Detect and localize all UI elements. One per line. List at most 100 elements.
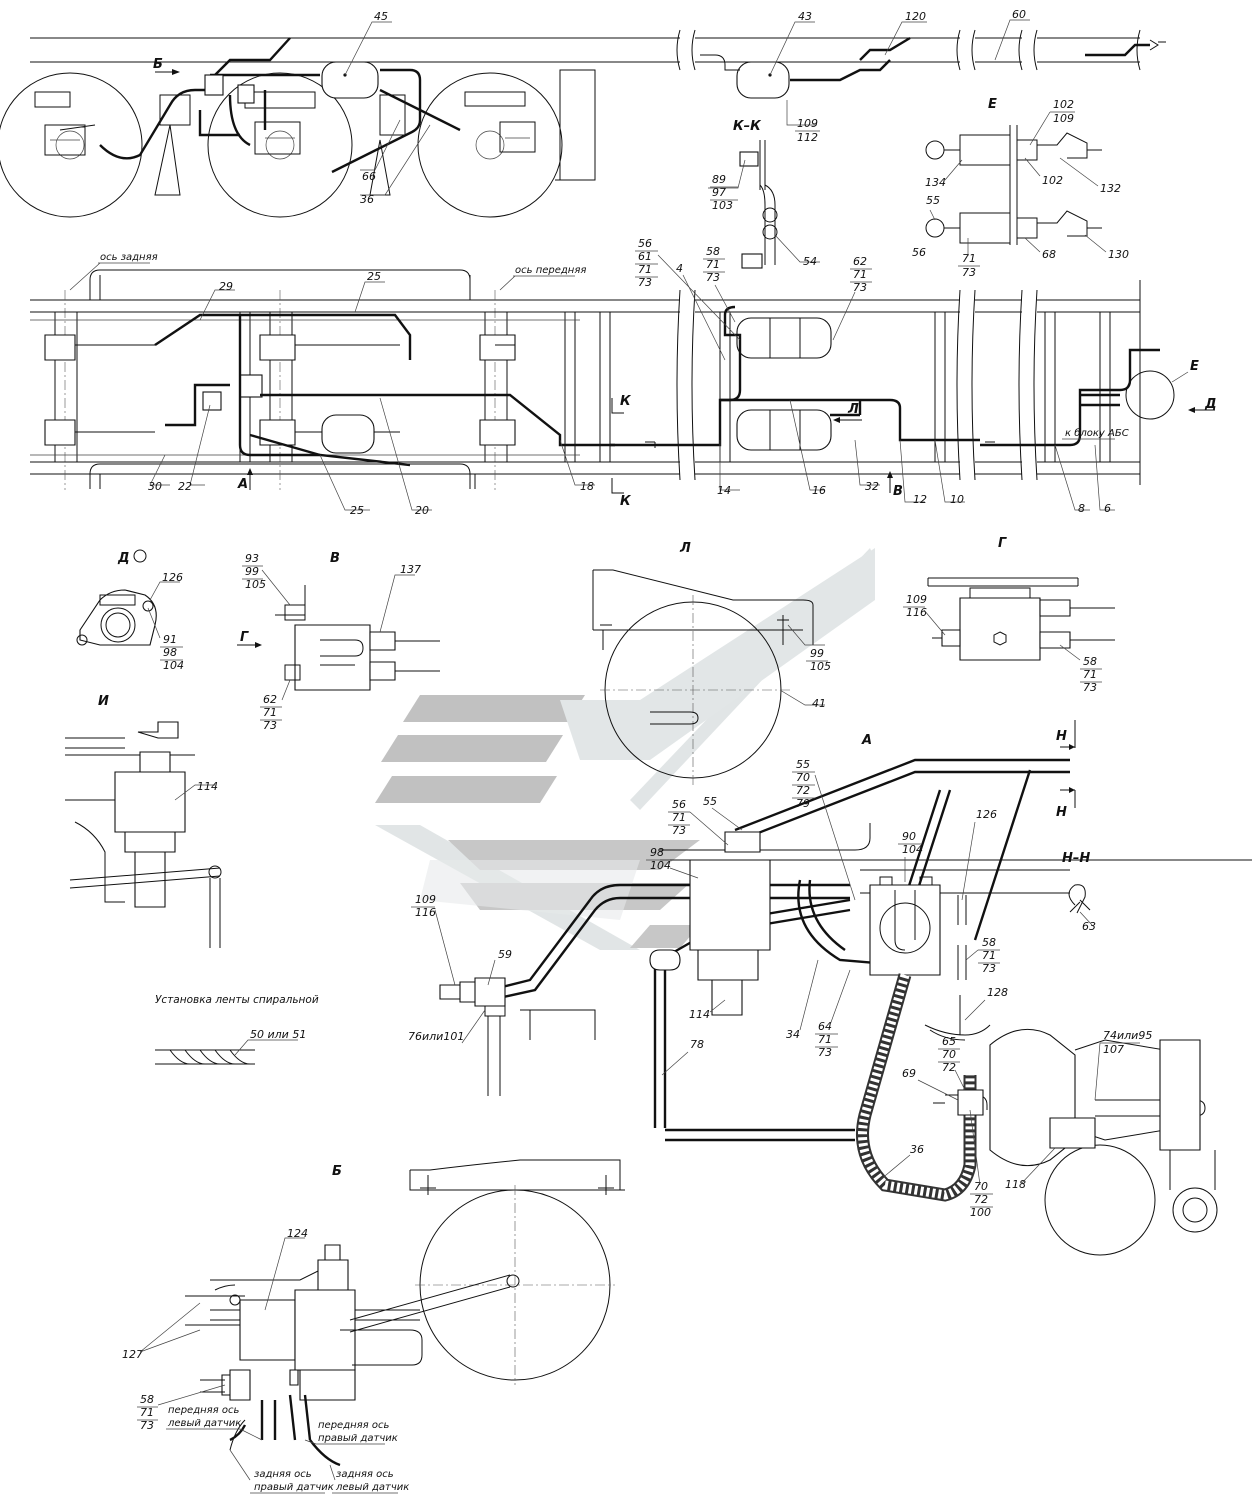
svg-text:70: 70 — [942, 1048, 956, 1061]
svg-text:А: А — [861, 733, 872, 748]
svg-text:25: 25 — [367, 270, 381, 283]
svg-text:105: 105 — [245, 578, 266, 591]
svg-text:20: 20 — [415, 504, 429, 517]
modulator-114 — [689, 859, 771, 951]
svg-text:Е: Е — [1190, 359, 1199, 374]
svg-text:29: 29 — [219, 280, 233, 293]
svg-text:72: 72 — [942, 1061, 956, 1074]
svg-text:105: 105 — [810, 660, 831, 673]
svg-text:ось задняя: ось задняя — [100, 252, 158, 263]
svg-text:50 или 51: 50 или 51 — [250, 1028, 306, 1041]
svg-text:114: 114 — [689, 1008, 710, 1021]
svg-text:109: 109 — [906, 593, 927, 606]
plan-receiver-lower — [736, 409, 832, 451]
svg-text:71: 71 — [672, 811, 686, 824]
svg-text:124: 124 — [287, 1227, 308, 1240]
svg-text:73: 73 — [638, 276, 652, 289]
svg-text:65: 65 — [942, 1035, 956, 1048]
plan-receiver-upper — [736, 317, 832, 359]
svg-text:79: 79 — [796, 797, 810, 810]
svg-text:58: 58 — [140, 1393, 154, 1406]
spiral-tape-install: Установка ленты спиральной 50 или 51 — [155, 994, 319, 1065]
svg-text:116: 116 — [415, 906, 436, 919]
view-a-callouts: 55 70 72 79 56 71 73 55 98 104 90 104 12… — [408, 758, 1152, 1219]
kk-bolt-2 — [741, 253, 763, 269]
watermark-logo — [375, 548, 875, 950]
view-g: Г 109 116 58 71 73 — [903, 536, 1115, 694]
section-nn: Н–Н 63 — [1062, 851, 1096, 933]
svg-text:62: 62 — [853, 255, 867, 268]
svg-text:56: 56 — [638, 237, 652, 250]
svg-text:70: 70 — [974, 1180, 988, 1193]
svg-text:Д: Д — [1204, 397, 1217, 412]
svg-text:14: 14 — [717, 484, 731, 497]
view-e: Е 102 109 102 132 134 55 56 71 73 68 130 — [912, 97, 1129, 279]
svg-text:91: 91 — [163, 633, 177, 646]
svg-text:114: 114 — [197, 780, 218, 793]
svg-text:6: 6 — [1104, 502, 1111, 515]
svg-text:73: 73 — [982, 962, 996, 975]
svg-text:54: 54 — [803, 255, 817, 268]
svg-text:127: 127 — [122, 1348, 143, 1361]
svg-text:передняя ось: передняя ось — [168, 1405, 239, 1416]
svg-text:Н: Н — [1056, 805, 1067, 820]
svg-text:68: 68 — [1042, 248, 1056, 261]
svg-text:В: В — [893, 484, 903, 499]
svg-text:левый датчик: левый датчик — [167, 1418, 241, 1429]
svg-text:А: А — [237, 477, 248, 492]
svg-text:93: 93 — [245, 552, 259, 565]
svg-text:71: 71 — [140, 1406, 154, 1419]
svg-text:126: 126 — [162, 571, 183, 584]
svg-text:правый датчик: правый датчик — [254, 1482, 334, 1493]
svg-text:Л: Л — [847, 402, 859, 417]
svg-text:73: 73 — [140, 1419, 154, 1432]
svg-text:63: 63 — [1082, 920, 1096, 933]
svg-text:74или95: 74или95 — [1103, 1029, 1152, 1042]
svg-text:30: 30 — [148, 480, 162, 493]
svg-text:Л: Л — [679, 541, 691, 556]
svg-text:левый датчик: левый датчик — [335, 1482, 409, 1493]
top-callouts: 45 43 120 60 66 36 109 112 — [344, 8, 1030, 206]
plan-valve — [239, 374, 263, 398]
svg-text:Г: Г — [998, 536, 1007, 551]
svg-text:112: 112 — [797, 131, 818, 144]
svg-text:25: 25 — [350, 504, 364, 517]
svg-text:134: 134 — [925, 176, 946, 189]
svg-text:ось передняя: ось передняя — [515, 265, 586, 276]
abs-modulator-124 — [239, 1299, 296, 1361]
view-l: Л 99 105 41 — [592, 541, 831, 785]
svg-text:78: 78 — [690, 1038, 704, 1051]
svg-text:И: И — [98, 694, 109, 709]
svg-text:104: 104 — [163, 659, 184, 672]
svg-text:107: 107 — [1103, 1043, 1124, 1056]
svg-text:71: 71 — [706, 258, 720, 271]
svg-text:132: 132 — [1100, 182, 1121, 195]
svg-text:22: 22 — [178, 480, 192, 493]
svg-text:109: 109 — [415, 893, 436, 906]
svg-text:36: 36 — [910, 1143, 924, 1156]
svg-text:102: 102 — [1042, 174, 1063, 187]
svg-text:12: 12 — [913, 493, 927, 506]
svg-text:98: 98 — [163, 646, 177, 659]
svg-text:Д: Д — [117, 551, 130, 566]
plan-callouts: 25 29 56 61 71 73 4 58 71 73 62 71 73 30… — [148, 237, 1115, 517]
svg-text:18: 18 — [580, 480, 594, 493]
svg-text:58: 58 — [1083, 655, 1097, 668]
svg-text:70: 70 — [796, 771, 810, 784]
svg-text:60: 60 — [1012, 8, 1026, 21]
svg-text:41: 41 — [812, 697, 826, 710]
svg-text:73: 73 — [1083, 681, 1097, 694]
svg-text:118: 118 — [1005, 1178, 1026, 1191]
plan-receiver-45 — [321, 414, 375, 454]
svg-text:передняя ось: передняя ось — [318, 1420, 389, 1431]
svg-text:задняя ось: задняя ось — [254, 1469, 312, 1480]
svg-text:К: К — [620, 394, 632, 409]
svg-text:73: 73 — [263, 719, 277, 732]
svg-text:К: К — [620, 494, 632, 509]
svg-text:69: 69 — [902, 1067, 916, 1080]
svg-text:71: 71 — [962, 252, 976, 265]
view-b: Б 124 127 58 71 73 передняя ось левый — [122, 1159, 625, 1494]
svg-text:90: 90 — [902, 830, 916, 843]
svg-text:56: 56 — [912, 246, 926, 259]
svg-text:116: 116 — [906, 606, 927, 619]
